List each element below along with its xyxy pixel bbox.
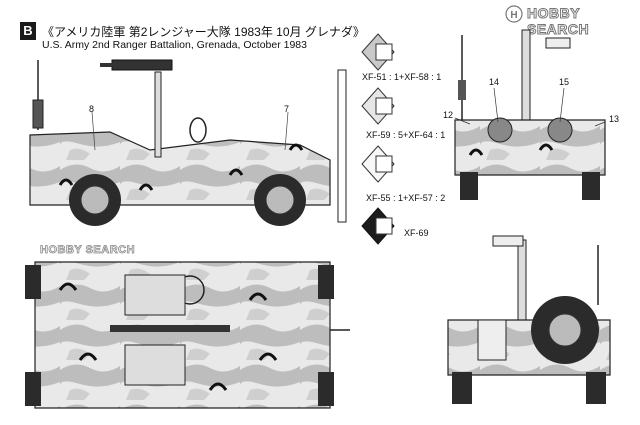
hobby-search-logo: H HOBBY SEARCH <box>505 5 633 38</box>
top-view <box>25 261 350 409</box>
rear-view <box>447 235 611 404</box>
callout-lines <box>454 87 606 127</box>
swatch-label-4: XF-69 <box>404 228 429 238</box>
swatch-label-1: XF-51 : 1+XF-58 : 1 <box>362 72 442 82</box>
swatch-3 <box>361 145 395 183</box>
paint-swatches <box>361 33 395 245</box>
watermark: HOBBY SEARCH <box>40 244 136 257</box>
callout-12: 12 <box>443 110 454 120</box>
svg-text:H: H <box>510 10 517 21</box>
title-english: U.S. Army 2nd Ranger Battalion, Grenada,… <box>42 39 307 51</box>
swatch-4 <box>361 207 395 245</box>
callout-13: 13 <box>609 114 620 124</box>
section-badge: B <box>20 22 36 40</box>
callout-14: 14 <box>489 77 500 87</box>
h-logo-icon: H <box>505 5 523 23</box>
callout-15: 15 <box>559 77 570 87</box>
swatch-2 <box>361 87 395 125</box>
logo-text: HOBBY SEARCH <box>527 5 590 38</box>
callout-8: 8 <box>89 104 95 114</box>
callout-7: 7 <box>284 104 290 114</box>
swatch-1 <box>361 33 395 71</box>
title-japanese: 《アメリカ陸軍 第2レンジャー大隊 1983年 10月 グレナダ》 <box>42 25 365 39</box>
instruction-header: B 《アメリカ陸軍 第2レンジャー大隊 1983年 10月 グレナダ》 U.S.… <box>20 22 365 56</box>
front-view <box>454 29 606 200</box>
swatch-label-2: XF-59 : 5+XF-64 : 1 <box>366 130 446 140</box>
swatch-label-3: XF-55 : 1+XF-57 : 2 <box>366 193 446 203</box>
side-view <box>29 59 347 226</box>
